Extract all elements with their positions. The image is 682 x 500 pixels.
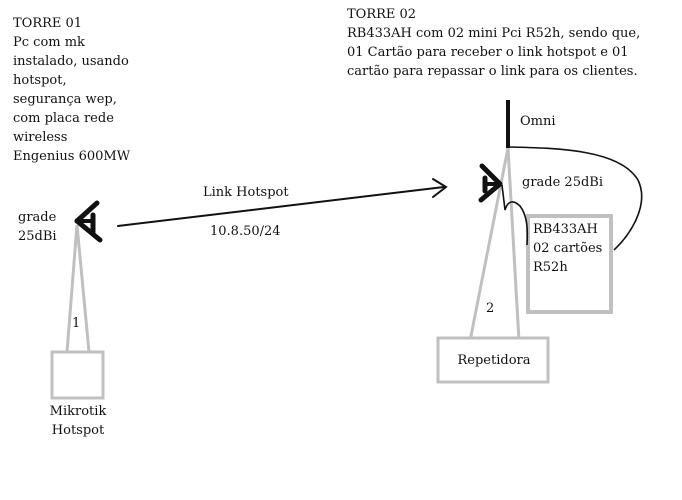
tower-2-desc-line: 01 Cartão para receber o link hotspot e … (347, 45, 629, 60)
tower-1-desc-line: instalado, usando (13, 54, 129, 69)
tower-2-base-label: Repetidora (457, 353, 531, 368)
tower-1-desc-line: segurança wep, (13, 92, 117, 107)
tower-1-desc-line: Engenius 600MW (13, 149, 131, 164)
tower-2-title: TORRE 02 (347, 7, 417, 22)
tower-2-antenna-label: grade 25dBi (522, 175, 604, 190)
grid-cable (501, 184, 529, 246)
tower-2-base-box (436, 336, 550, 384)
tower-1-desc-line: wireless (13, 130, 68, 145)
router-box (526, 214, 613, 314)
tower-1-title: TORRE 01 (13, 16, 83, 31)
base-label-line: Mikrotik (49, 404, 107, 419)
omni-cable (507, 146, 643, 251)
tower-1-antenna-label: grade 25dBi (18, 208, 57, 246)
tower-2-grid-antenna-icon (478, 163, 503, 203)
tower-2-info: TORRE 02 RB433AH com 02 mini Pci R52h, s… (347, 5, 640, 81)
tower-1-base-label: Mikrotik Hotspot (38, 402, 118, 440)
tower-2-desc-line: RB433AH com 02 mini Pci R52h, sendo que, (347, 26, 641, 41)
omni-label: Omni (520, 114, 556, 129)
router-box-line: RB433AH (533, 222, 598, 237)
router-box-label: RB433AH 02 cartões R52h (533, 220, 602, 277)
router-box-line: R52h (533, 260, 568, 275)
tower-1-base-box (50, 350, 105, 400)
link-label: Link Hotspot (203, 185, 289, 200)
antenna-label-line: 25dBi (18, 229, 57, 244)
router-box-line: 02 cartões (533, 241, 603, 256)
link-network: 10.8.50/24 (210, 224, 281, 239)
tower-1-number: 1 (72, 316, 81, 331)
tower-1-desc-line: hotspot, (13, 73, 67, 88)
tower-1-desc-line: Pc com mk (13, 35, 85, 50)
tower-2-number: 2 (486, 301, 495, 316)
tower-1-grid-antenna-icon (74, 200, 103, 243)
base-label-line: Hotspot (51, 423, 105, 438)
tower-1-info: TORRE 01 Pc com mk instalado, usando hot… (13, 14, 130, 166)
antenna-label-line: grade (18, 210, 57, 225)
link-arrow (117, 178, 448, 227)
tower-2-desc-line: cartão para repassar o link para os clie… (347, 64, 638, 79)
tower-1-desc-line: com placa rede (13, 111, 114, 126)
